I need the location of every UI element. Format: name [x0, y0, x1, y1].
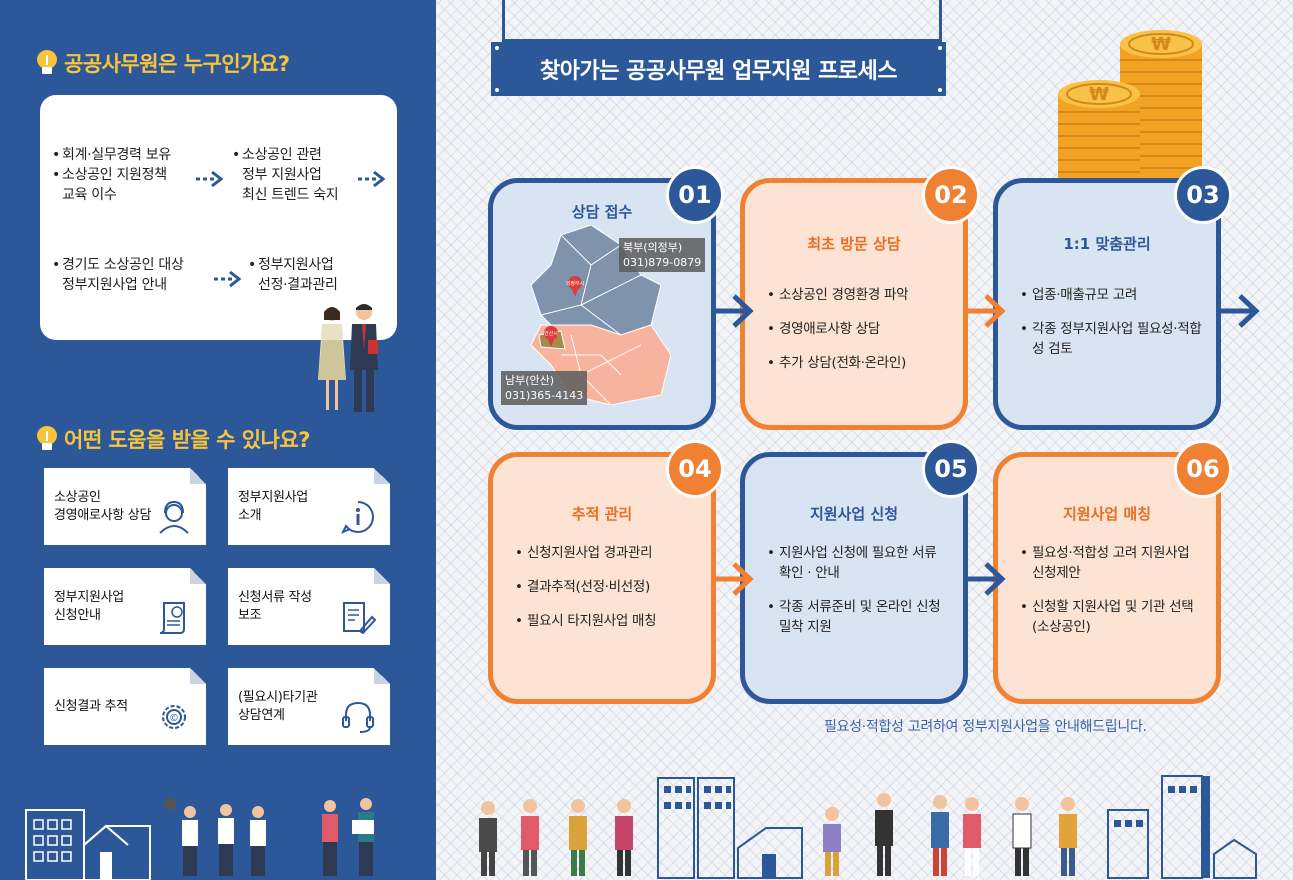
lightbulb-icon	[36, 50, 58, 76]
flow-arrow-icon	[1218, 294, 1260, 328]
form-pen-icon	[343, 602, 376, 635]
svg-text:의정부시: 의정부시	[566, 280, 584, 287]
counselor-icon	[159, 500, 189, 534]
who-box: •회계·실무경력 보유 •소상공인 지원정책 교육 이수 •소상공인 관련 정부…	[40, 95, 397, 340]
step-03-card: 1:1 맞춤관리 업종·매출규모 고려 각종 정부지원사업 필요성·적합성 검토	[993, 178, 1221, 430]
step-01-number: 01	[666, 166, 724, 224]
flow-arrow-icon	[712, 294, 754, 328]
headset-icon	[342, 701, 374, 733]
step-03-item: 업종·매출규모 고려	[1020, 285, 1202, 305]
south-office-label: 남부(안산)031)365-4143	[501, 371, 588, 405]
document-icon	[159, 602, 185, 634]
lightbulb-icon	[36, 426, 58, 452]
who-item-3: •경기도 소상공인 대상 정부지원사업 안내	[52, 257, 184, 293]
who-section-title: 공공사무원은 누구인가요?	[36, 48, 290, 78]
help-section-title: 어떤 도움을 받을 수 있나요?	[36, 424, 310, 454]
right-panel: 찾아가는 공공사무원 업무지원 프로세스 ₩ ₩ 상담 접수	[436, 0, 1293, 880]
step-04-item: 필요시 타지원사업 매칭	[515, 611, 697, 631]
who-item-4: •정부지원사업 선정·결과관리	[248, 257, 338, 293]
step-03-number: 03	[1174, 166, 1232, 224]
svg-text:₩: ₩	[1089, 84, 1109, 105]
flow-arrow-icon	[964, 294, 1006, 328]
title-hanger	[502, 0, 942, 42]
step-05-card: 지원사업 신청 지원사업 신청에 필요한 서류 확인 · 안내 각종 서류준비 …	[740, 452, 968, 704]
who-item-2: •소상공인 관련 정부 지원사업 최신 트렌드 숙지	[232, 147, 339, 203]
step-04-item: 신청지원사업 경과관리	[515, 543, 697, 563]
people-city-illustration	[479, 775, 1257, 879]
step-04-card: 추적 관리 신청지원사업 경과관리 결과추적(선정·비선정) 필요시 타지원사업…	[488, 452, 716, 704]
step-02-number: 02	[922, 166, 980, 224]
step-06-item: 신청할 지원사업 및 기관 선택(소상공인)	[1020, 597, 1202, 637]
step-05-number: 05	[922, 440, 980, 498]
flow-arrow-icon	[964, 562, 1006, 596]
dashed-arrow-icon	[214, 270, 242, 288]
step-05-item: 지원사업 신청에 필요한 서류 확인 · 안내	[767, 543, 949, 583]
step-06-number: 06	[1174, 440, 1232, 498]
who-item-1: •회계·실무경력 보유 •소상공인 지원정책 교육 이수	[52, 147, 171, 203]
business-people-illustration	[318, 304, 378, 412]
city-illustration	[25, 798, 374, 880]
left-panel: 공공사무원은 누구인가요? •회계·실무경력 보유 •소상공인 지원정책 교육 …	[0, 0, 436, 880]
step-01-card: 상담 접수 의정부시 안산시 북부(의정부)031)879-0879 남부(안산…	[488, 178, 716, 430]
process-title: 찾아가는 공공사무원 업무지원 프로세스	[491, 42, 946, 96]
step-04-number: 04	[666, 440, 724, 498]
step-06-card: 지원사업 매칭 필요성·적합성 고려 지원사업 신청제안 신청할 지원사업 및 …	[993, 452, 1221, 704]
north-office-label: 북부(의정부)031)879-0879	[619, 238, 706, 272]
gear-icon: ©	[162, 705, 186, 729]
footer-note: 필요성·적합성 고려하여 정부지원사업을 안내해드립니다.	[824, 719, 1147, 735]
step-02-item: 경영애로사항 상담	[767, 319, 949, 339]
coin-stack-illustration: ₩ ₩	[1058, 30, 1202, 190]
svg-text:©: ©	[169, 713, 179, 724]
svg-text:안산시: 안산시	[544, 330, 558, 337]
step-04-item: 결과추적(선정·비선정)	[515, 577, 697, 597]
svg-text:₩: ₩	[1151, 34, 1171, 55]
dashed-arrow-icon	[196, 170, 224, 188]
step-05-item: 각종 서류준비 및 온라인 신청 밀착 지원	[767, 597, 949, 637]
help-card-tracking: 신청결과 추적 ©	[44, 668, 206, 745]
step-03-item: 각종 정부지원사업 필요성·적합성 검토	[1020, 319, 1202, 359]
step-02-item: 추가 상담(전화·온라인)	[767, 353, 949, 373]
step-02-item: 소상공인 경영환경 파악	[767, 285, 949, 305]
flow-arrow-icon	[712, 562, 754, 596]
info-icon	[340, 501, 374, 534]
step-06-item: 필요성·적합성 고려 지원사업 신청제안	[1020, 543, 1202, 583]
dashed-arrow-icon	[358, 170, 386, 188]
